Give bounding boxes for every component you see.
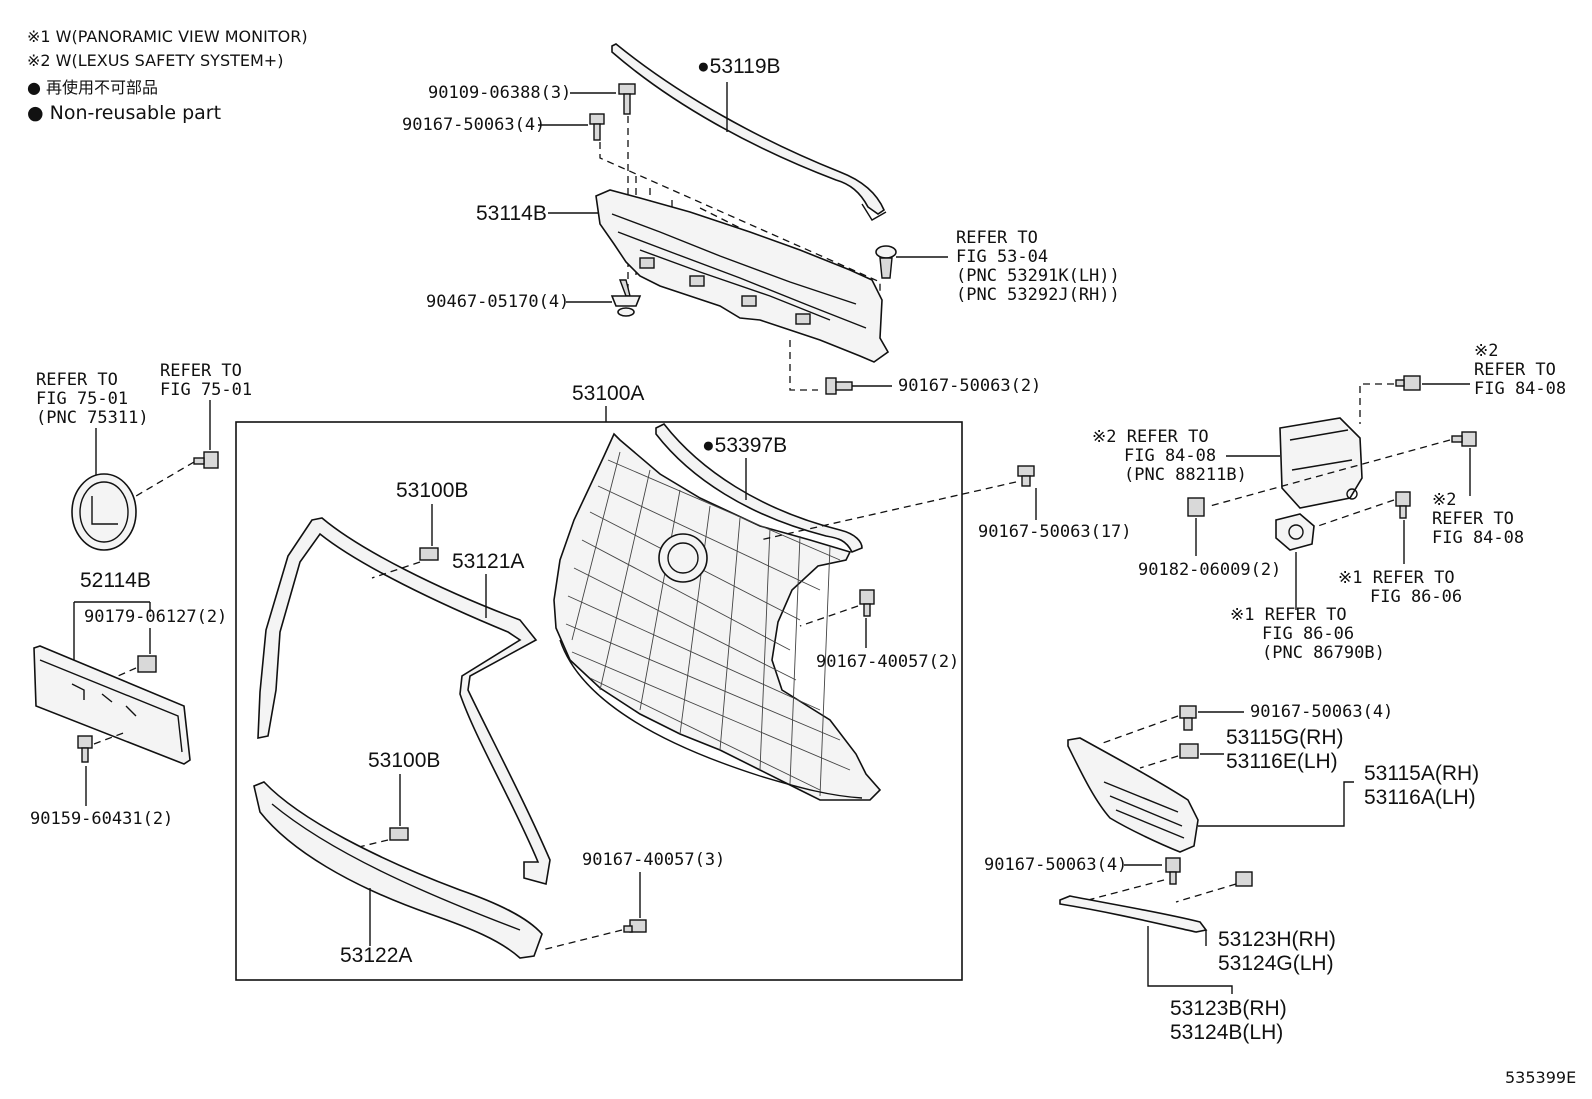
callout-ref-86-06b-line2: FIG 86-06 xyxy=(1262,624,1354,644)
callout-53121A: 53121A xyxy=(452,550,524,573)
callout-53397B: ●53397B xyxy=(702,434,787,457)
callout-ref-84-08c-line2: FIG 84-08 xyxy=(1432,528,1524,548)
callout-90167-50063-4c: 90167-50063(4) xyxy=(984,855,1127,875)
clip-icon xyxy=(389,827,409,841)
bolt-icon xyxy=(589,113,605,141)
callout-ref-86-06b-line3: (PNC 86790B) xyxy=(1262,643,1385,663)
bolt-icon xyxy=(859,589,875,617)
callout-53123B: 53123B(RH) xyxy=(1170,997,1287,1020)
callout-53116A: 53116A(LH) xyxy=(1364,786,1476,809)
callout-90109-06388: 90109-06388(3) xyxy=(428,83,571,103)
callout-53124B: 53124B(LH) xyxy=(1170,1021,1283,1044)
callout-ref-75-01b-line2: FIG 75-01 xyxy=(160,380,252,400)
upper-bracket xyxy=(595,189,890,363)
callout-ref-75-01a-line1: REFER TO xyxy=(36,370,118,390)
callout-ref-84-08a-line2: FIG 84-08 xyxy=(1474,379,1566,399)
side-molding xyxy=(257,517,551,886)
callout-53100A: 53100A xyxy=(572,382,644,405)
lower-side-molding xyxy=(1059,895,1208,933)
legend-note-panoramic: ※1 W(PANORAMIC VIEW MONITOR) xyxy=(27,27,308,46)
clip-icon xyxy=(875,245,897,279)
lower-molding xyxy=(253,781,543,959)
callout-ref-53-04-line3: (PNC 53291K(LH)) xyxy=(956,266,1120,286)
callout-90467-05170: 90467-05170(4) xyxy=(426,292,569,312)
callout-ref-84-08c-line1: REFER TO xyxy=(1432,509,1514,529)
bolt-icon xyxy=(1451,431,1477,447)
callout-ref-84-08b-line2: FIG 84-08 xyxy=(1124,446,1216,466)
fog-lamp-cover xyxy=(1067,737,1199,853)
bolt-icon xyxy=(1395,375,1421,391)
callout-ref-75-01a-line3: (PNC 75311) xyxy=(36,408,149,428)
bolt-icon xyxy=(825,377,853,395)
bolt-icon xyxy=(1179,705,1197,731)
callout-53115G: 53115G(RH) xyxy=(1226,726,1344,749)
nut-icon xyxy=(1187,497,1205,517)
callout-ref-53-04-line4: (PNC 53292J(RH)) xyxy=(956,285,1120,305)
callout-53124G: 53124G(LH) xyxy=(1218,952,1334,975)
legend-note-nonreusable: ● Non-reusable part xyxy=(27,102,221,124)
bolt-icon xyxy=(618,83,636,115)
bolt-icon xyxy=(1395,491,1411,519)
callout-53114B: 53114B xyxy=(476,202,547,225)
bolt-icon xyxy=(623,919,647,933)
callout-ref-84-08b-line3: (PNC 88211B) xyxy=(1124,465,1247,485)
callout-ref-75-01b-line1: REFER TO xyxy=(160,361,242,381)
callout-90182-06009: 90182-06009(2) xyxy=(1138,560,1281,580)
callout-ref-84-08a-line1: REFER TO xyxy=(1474,360,1556,380)
bolt-icon xyxy=(77,735,93,763)
callout-ref-86-06a-line1: ※1 REFER TO xyxy=(1338,568,1455,588)
radiator-grille xyxy=(553,432,882,801)
bolt-icon xyxy=(1165,857,1181,885)
callout-90167-50063-4b: 90167-50063(4) xyxy=(1250,702,1393,722)
license-plate-bracket xyxy=(33,645,191,765)
upper-molding xyxy=(655,422,863,554)
callout-53122A: 53122A xyxy=(340,944,412,967)
callout-90167-40057-3: 90167-40057(3) xyxy=(582,850,725,870)
callout-ref-53-04-line2: FIG 53-04 xyxy=(956,247,1048,267)
legend: ※1 W(PANORAMIC VIEW MONITOR) ※2 W(LEXUS … xyxy=(27,27,308,124)
legend-note-safety: ※2 W(LEXUS SAFETY SYSTEM+) xyxy=(27,51,283,70)
legend-note-jp: ● 再使用不可部品 xyxy=(27,78,158,97)
callout-53123H: 53123H(RH) xyxy=(1218,928,1336,951)
callout-53119B: ●53119B xyxy=(697,55,781,78)
clip-icon xyxy=(137,655,157,673)
callout-90167-50063-2: 90167-50063(2) xyxy=(898,376,1041,396)
callout-90167-50063-17: 90167-50063(17) xyxy=(978,522,1132,542)
callout-ref-84-08b-line1: ※2 REFER TO xyxy=(1092,427,1209,447)
callout-ref-84-08c-mark: ※2 xyxy=(1432,490,1456,510)
callout-90167-40057-2: 90167-40057(2) xyxy=(816,652,959,672)
radar-sensor xyxy=(1279,417,1363,509)
callout-ref-86-06b-line1: ※1 REFER TO xyxy=(1230,605,1347,625)
callout-53116E: 53116E(LH) xyxy=(1226,750,1338,773)
clip-icon xyxy=(1235,871,1253,887)
upper-seal-strip xyxy=(611,43,887,221)
callout-53100B-lower: 53100B xyxy=(368,749,440,772)
clip-icon xyxy=(610,279,642,317)
callout-ref-75-01a-line2: FIG 75-01 xyxy=(36,389,128,409)
bolt-icon xyxy=(1017,465,1035,487)
callout-53100B-upper: 53100B xyxy=(396,479,468,502)
grille-assembly-frame xyxy=(235,421,963,981)
callout-90167-50063-4: 90167-50063(4) xyxy=(402,115,545,135)
callout-ref-53-04-line1: REFER TO xyxy=(956,228,1038,248)
callout-52114B: 52114B xyxy=(80,569,151,592)
clip-icon xyxy=(1179,743,1199,759)
clip-icon xyxy=(419,547,439,561)
callout-90179-06127: 90179-06127(2) xyxy=(84,607,227,627)
emblem xyxy=(71,473,137,551)
callout-ref-86-06a-line2: FIG 86-06 xyxy=(1370,587,1462,607)
callout-ref-84-08a-mark: ※2 xyxy=(1474,341,1498,361)
callout-53115A: 53115A(RH) xyxy=(1364,762,1479,785)
bolt-icon xyxy=(193,451,219,469)
camera-icon xyxy=(1275,513,1315,551)
callout-90159-60431: 90159-60431(2) xyxy=(30,809,173,829)
figure-code: 535399E xyxy=(1505,1068,1576,1087)
